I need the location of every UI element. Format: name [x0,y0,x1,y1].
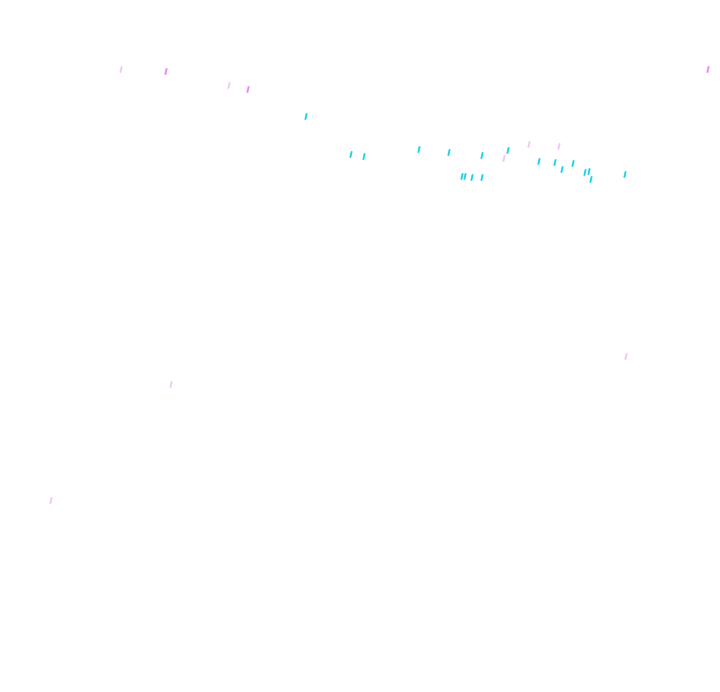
noise-speck [587,168,591,175]
noise-speck [480,152,484,159]
noise-speck [227,82,231,89]
noise-speck [447,149,451,156]
noise-speck [537,158,541,165]
noise-speck [246,86,250,93]
noise-speck [49,497,53,504]
noise-speck [557,143,561,150]
noise-speck [463,173,467,180]
noise-speck [624,353,628,360]
noise-speck [706,66,710,73]
noise-speck [480,174,484,181]
noise-speck [553,159,557,166]
noise-speck [589,176,593,183]
noise-speck [470,174,474,181]
noise-speck [119,66,123,73]
noise-speck [164,68,168,75]
noise-speck [571,160,575,167]
noise-speck [560,166,564,173]
noise-speck [362,153,366,160]
noise-speck [583,169,587,176]
noise-speck [502,155,506,162]
noise-speck [349,151,353,158]
noise-speck [527,141,531,148]
noise-speck [304,113,308,120]
noise-speck [169,381,173,388]
noise-speck [506,147,510,154]
noise-speck [417,146,421,153]
noise-speck [623,171,627,178]
